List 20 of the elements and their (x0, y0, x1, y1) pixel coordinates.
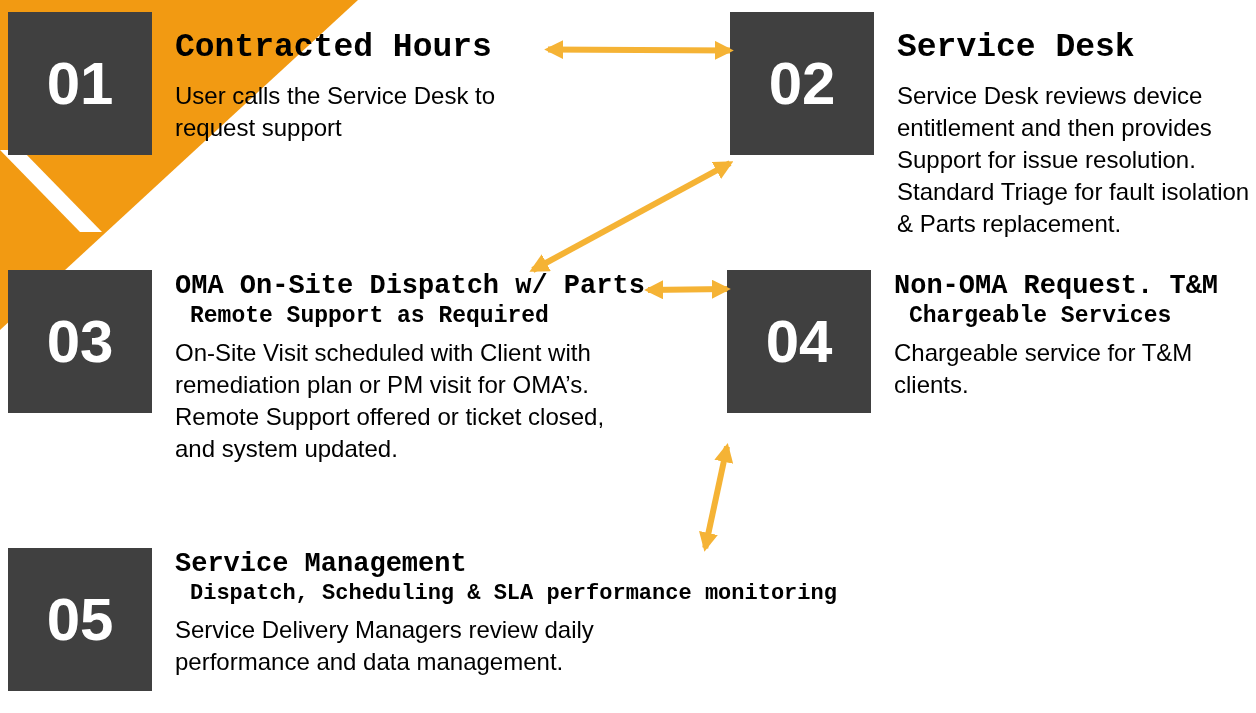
step-subheading: Chargeable Services (908, 302, 1173, 332)
step-description: On-Site Visit scheduled with Client with remediation plan or PM visit for OMA’s. Remote Support offered or ticket closed, and system updated. (175, 338, 606, 465)
step-number: 03 (46, 311, 114, 372)
step-heading: Non-OMA Request. T&M (894, 270, 1220, 303)
step-number: 05 (46, 589, 114, 650)
step-subheading: Dispatch, Scheduling & SLA performance monitoring (189, 580, 838, 608)
double-arrow (644, 279, 731, 300)
step-heading: Service Management (175, 548, 468, 581)
step-number: 04 (765, 311, 833, 372)
step-description: Service Desk reviews device entitlement and then provides Support for issue resolution. Standard Triage for fault isolation & Parts replacement. (897, 80, 1251, 239)
step-heading: Service Desk (897, 28, 1136, 68)
double-arrow (529, 160, 734, 273)
step-number: 01 (46, 53, 114, 114)
step-heading: OMA On-Site Dispatch w/ Parts (175, 270, 646, 303)
step-number: 02 (768, 53, 836, 114)
step-description: Chargeable service for T&M clients. (894, 338, 1194, 401)
step-description: Service Delivery Managers review daily performance and data management. (175, 614, 595, 677)
double-arrow (544, 40, 734, 60)
double-arrow (699, 442, 734, 552)
step-subheading: Remote Support as Required (189, 302, 550, 332)
